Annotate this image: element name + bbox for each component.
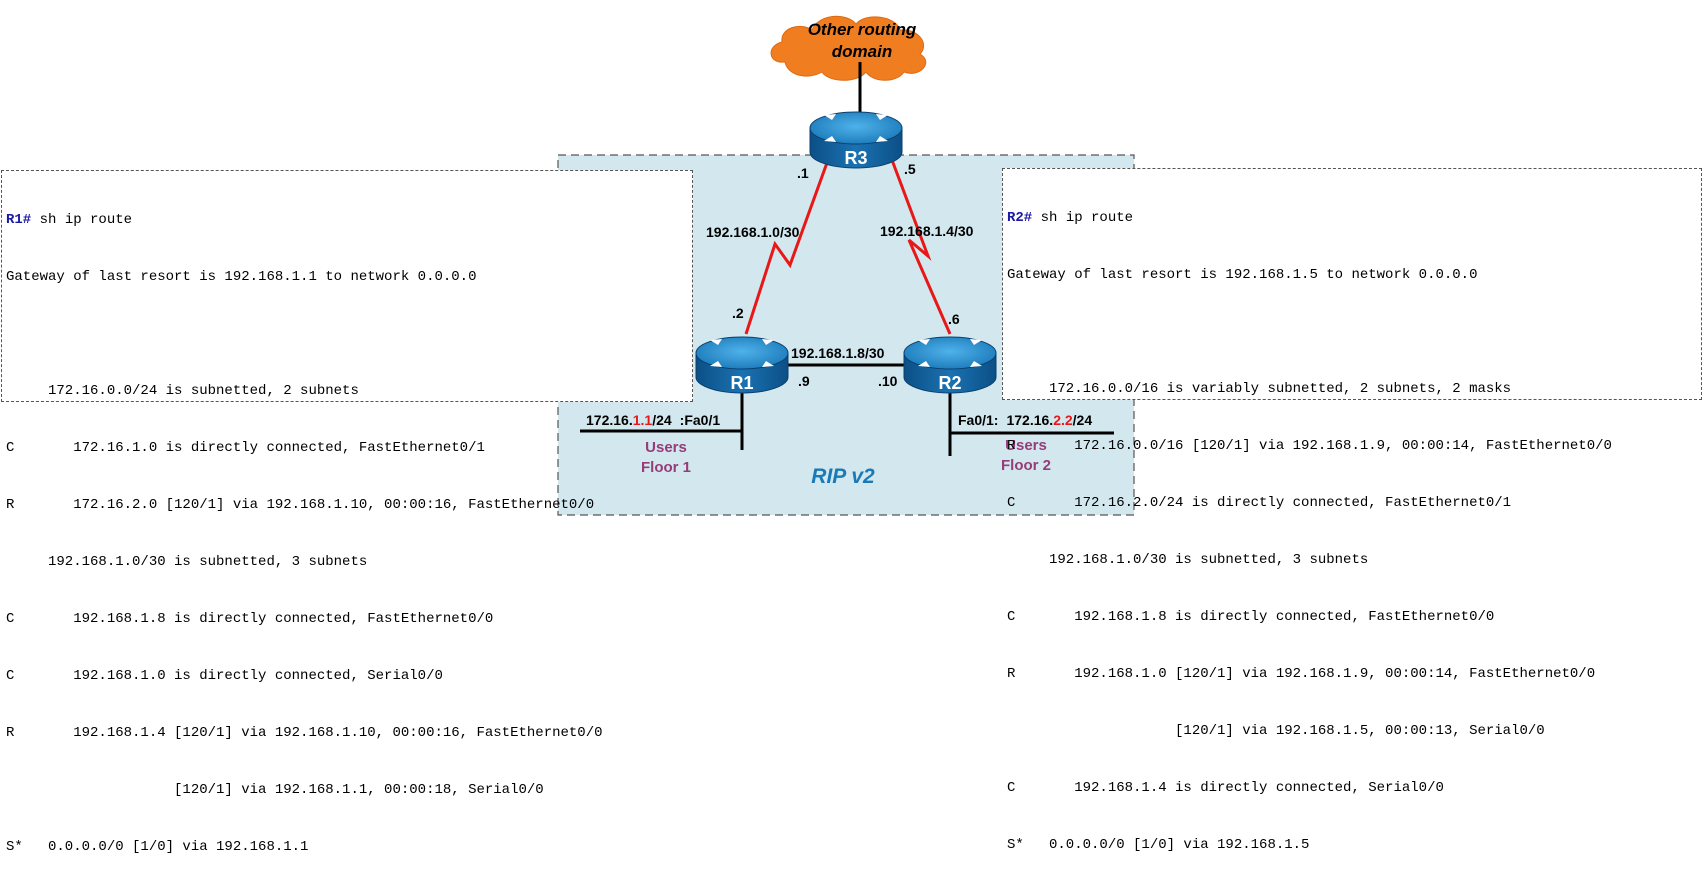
r3-r2-subnet-label: 192.168.1.4/30 (880, 223, 974, 239)
router-r3-label: R3 (844, 148, 867, 168)
r2-command-line: R2# sh ip route (1007, 209, 1697, 228)
other-routing-domain-cloud: Other routing domain (770, 15, 927, 81)
r2-route-line: C 172.16.2.0/24 is directly connected, F… (1007, 495, 1512, 511)
r3-r1-r3-end-label: .1 (797, 165, 809, 181)
r2-route-line: 192.168.1.0/30 is subnetted, 3 subnets (1007, 552, 1369, 568)
r1-command-line: R1# sh ip route (6, 211, 688, 230)
r2-route-line: [120/1] via 192.168.1.5, 00:00:13, Seria… (1007, 723, 1545, 739)
r1-users-line1: Users (645, 439, 687, 456)
r2-prompt: R2# (1007, 210, 1033, 226)
r2-routing-table: R2# sh ip route Gateway of last resort i… (1002, 168, 1702, 853)
rip-v2-label: RIP v2 (811, 465, 875, 488)
r1-route-line: Gateway of last resort is 192.168.1.1 to… (6, 269, 477, 285)
r1-r2-r1-end-label: .9 (798, 373, 810, 389)
r1-routing-table: R1# sh ip route Gateway of last resort i… (1, 170, 693, 855)
r1-route-line: 172.16.0.0/24 is subnetted, 2 subnets (6, 383, 359, 399)
router-r2-label: R2 (938, 373, 961, 393)
r2-users-line2: Floor 2 (1001, 457, 1051, 474)
r1-users-line2: Floor 1 (641, 459, 691, 476)
r2-route-line: S* 0.0.0.0/0 [1/0] via 192.168.1.5 (1007, 837, 1310, 853)
r2-users-line1: Users (1005, 437, 1047, 454)
r1-route-line: 192.168.1.0/30 is subnetted, 3 subnets (6, 554, 368, 570)
r1-route-line (6, 325, 688, 344)
r1-route-line: R 172.16.2.0 [120/1] via 192.168.1.10, 0… (6, 497, 595, 513)
cloud-label-line2: domain (832, 42, 892, 61)
r1-route-line: R 192.168.1.4 [120/1] via 192.168.1.10, … (6, 725, 603, 741)
r1-route-line: C 172.16.1.0 is directly connected, Fast… (6, 440, 485, 456)
r1-route-line: C 192.168.1.8 is directly connected, Fas… (6, 611, 494, 627)
cloud-label-line1: Other routing (808, 20, 917, 39)
r2-route-line: R 192.168.1.0 [120/1] via 192.168.1.9, 0… (1007, 666, 1596, 682)
serial-link-r3-r2 (890, 159, 952, 335)
r1-r2-r2-end-label: .10 (878, 373, 898, 389)
r2-route-line: Gateway of last resort is 192.168.1.5 to… (1007, 267, 1478, 283)
r2-route-line (1007, 323, 1697, 342)
r1-prompt: R1# (6, 212, 32, 228)
router-r1[interactable]: R1 (695, 336, 789, 394)
router-r2[interactable]: R2 (903, 336, 997, 394)
r1-r2-subnet-label: 192.168.1.8/30 (791, 345, 885, 361)
r3-r1-r1-end-label: .2 (732, 305, 744, 321)
r2-route-line: 172.16.0.0/16 is variably subnetted, 2 s… (1007, 381, 1512, 397)
r1-route-line: S* 0.0.0.0/0 [1/0] via 192.168.1.1 (6, 839, 309, 855)
r3-r2-r3-end-label: .5 (904, 161, 916, 177)
r3-r2-r2-end-label: .6 (948, 311, 960, 327)
r2-route-line: C 192.168.1.8 is directly connected, Fas… (1007, 609, 1495, 625)
router-r1-label: R1 (730, 373, 753, 393)
r2-command: sh ip route (1032, 210, 1134, 226)
r1-lan-address: 172.16.1.1/24:Fa0/1 (586, 412, 720, 428)
r2-lan-address: Fa0/1:172.16.2.2/24 (958, 412, 1092, 428)
r1-command: sh ip route (31, 212, 133, 228)
r2-route-line: R 172.16.0.0/16 [120/1] via 192.168.1.9,… (1007, 438, 1612, 454)
r3-r1-subnet-label: 192.168.1.0/30 (706, 224, 800, 240)
serial-link-r3-r1 (744, 159, 830, 335)
r1-route-line: [120/1] via 192.168.1.1, 00:00:18, Seria… (6, 782, 544, 798)
r1-route-line: C 192.168.1.0 is directly connected, Ser… (6, 668, 443, 684)
r2-route-line: C 192.168.1.4 is directly connected, Ser… (1007, 780, 1444, 796)
router-r3[interactable]: R3 (809, 111, 903, 169)
